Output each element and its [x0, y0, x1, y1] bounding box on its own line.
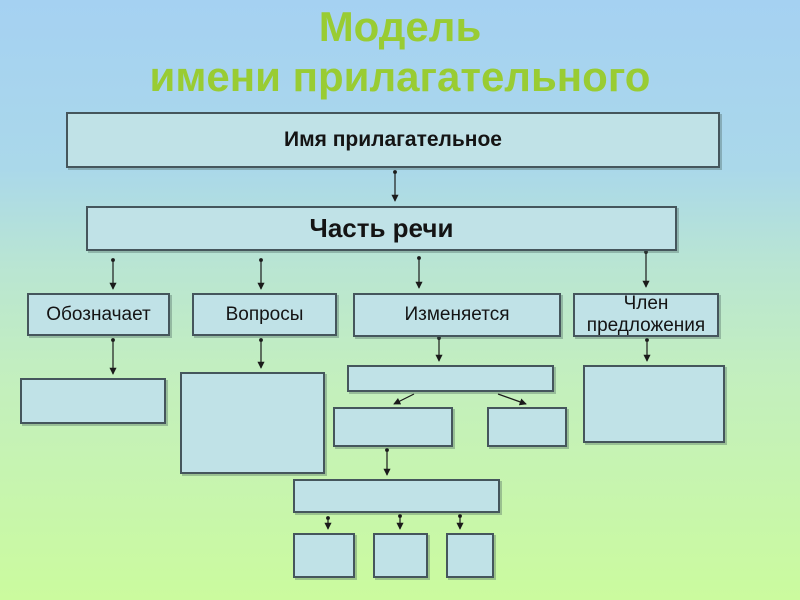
placeholder-small-2: [373, 533, 428, 578]
placeholder-small-3: [446, 533, 494, 578]
placeholder-changes-right: [487, 407, 567, 447]
placeholder-under-questions: [180, 372, 325, 474]
arrow-bar-to-left-box: [393, 393, 415, 405]
node-adjective: Имя прилагательное: [66, 112, 720, 168]
node-changes: Изменяется: [353, 293, 561, 337]
node-sentence-member: Член предложения: [573, 293, 719, 337]
placeholder-under-sentence-member: [583, 365, 725, 443]
slide-title: Модель имени прилагательного: [0, 2, 800, 103]
placeholder-small-1: [293, 533, 355, 578]
title-line-1: Модель: [318, 3, 482, 50]
placeholder-wide-bottom: [293, 479, 500, 513]
arrow-bar-to-right-box: [497, 393, 527, 406]
placeholder-changes-left: [333, 407, 453, 447]
node-part-of-speech: Часть речи: [86, 206, 677, 251]
placeholder-under-denotes: [20, 378, 166, 424]
node-questions: Вопросы: [192, 293, 337, 336]
node-denotes: Обозначает: [27, 293, 170, 336]
placeholder-bar-under-changes: [347, 365, 554, 392]
title-line-2: имени прилагательного: [149, 53, 651, 101]
